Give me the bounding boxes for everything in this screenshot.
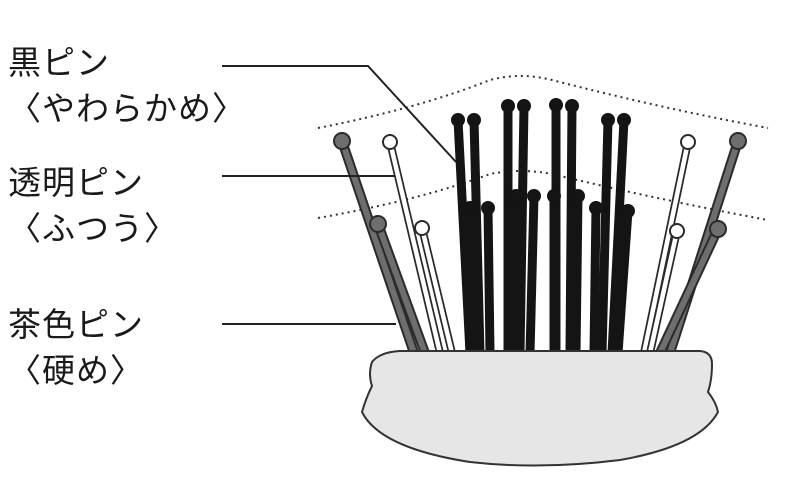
pin-shaft (515, 105, 529, 354)
pin-shaft (641, 141, 691, 354)
pin-tip (669, 223, 685, 239)
pin-shaft (589, 207, 601, 354)
pin-shaft (607, 119, 629, 354)
pin-tip (333, 132, 351, 150)
pin-shaft (453, 119, 475, 354)
pin-tip (571, 189, 585, 203)
pin-tip (565, 99, 579, 113)
pin-shaft (483, 207, 495, 354)
pin-shaft (571, 195, 583, 354)
pin-shaft (419, 227, 455, 354)
label-black-pin: 黒ピン 〈やわらかめ〉 (8, 40, 246, 132)
pin-tip (709, 220, 727, 238)
pin-shaft (565, 105, 577, 354)
black-pin (451, 113, 475, 354)
brush-base-group (360, 350, 720, 467)
clear-pin (640, 134, 696, 354)
clear-pin (646, 223, 685, 354)
pin-shaft (525, 195, 539, 354)
black-pin (515, 99, 531, 354)
pin-shaft (647, 230, 680, 354)
pin-tip (481, 201, 495, 215)
pin-tip (527, 189, 541, 203)
pin-shaft (387, 141, 443, 354)
label-black-pin-note: 〈やわらかめ〉 (8, 89, 246, 128)
black-pin (507, 189, 523, 354)
label-black-pin-name: 黒ピン (8, 43, 110, 82)
pin-shaft (657, 227, 721, 355)
pin-tip (729, 132, 747, 150)
pin-tip (601, 113, 615, 127)
pin-shaft (465, 207, 479, 354)
clear-pin (382, 134, 444, 354)
pin-shaft (375, 222, 428, 355)
label-brown-pin-note: 〈硬め〉 (8, 351, 144, 390)
pin-shaft (507, 195, 521, 354)
pin-tip (382, 134, 398, 150)
pin-tip (451, 113, 465, 127)
black-pin (463, 201, 479, 354)
pin-tip (617, 113, 631, 127)
black-pin (467, 113, 485, 354)
clear-pin (414, 220, 456, 354)
label-clear-pin: 透明ピン 〈ふつう〉 (8, 160, 178, 252)
black-pin (607, 113, 631, 354)
brown-pin (369, 215, 430, 355)
black-pin (571, 189, 585, 354)
label-clear-pin-name: 透明ピン (8, 163, 144, 202)
leader-lines (222, 65, 457, 325)
pin-tip (547, 189, 561, 203)
pins-group (333, 98, 747, 356)
pin-tip (621, 204, 635, 218)
pin-tip (501, 99, 515, 113)
pin-shaft (469, 119, 485, 354)
pin-tip (369, 215, 387, 233)
black-pin (481, 201, 495, 354)
brown-pin (655, 220, 727, 356)
dotted-guide-upper (317, 75, 769, 129)
black-pin (589, 201, 603, 354)
pin-shaft (613, 210, 633, 354)
pin-tip (517, 99, 531, 113)
black-pin (525, 189, 541, 354)
black-pin (565, 99, 579, 354)
pin-tip (414, 220, 430, 236)
leader-black-pin (222, 65, 457, 163)
pin-tip (549, 98, 563, 112)
pin-tip (509, 189, 523, 203)
pin-tip (589, 201, 603, 215)
pin-tip (467, 113, 481, 127)
pin-tip (463, 201, 477, 215)
pin-tip (680, 134, 696, 150)
pin-shaft (339, 140, 417, 354)
pin-shaft (597, 119, 613, 354)
black-pin (547, 189, 561, 353)
brown-pin (333, 132, 419, 355)
label-clear-pin-note: 〈ふつう〉 (8, 209, 178, 248)
label-brown-pin: 茶色ピン 〈硬め〉 (8, 302, 144, 394)
black-pin (597, 113, 615, 354)
brush-base (360, 350, 720, 467)
label-brown-pin-name: 茶色ピン (8, 305, 144, 344)
black-pin (501, 99, 515, 353)
black-pin (613, 204, 635, 354)
dotted-guide-lower (317, 170, 769, 221)
